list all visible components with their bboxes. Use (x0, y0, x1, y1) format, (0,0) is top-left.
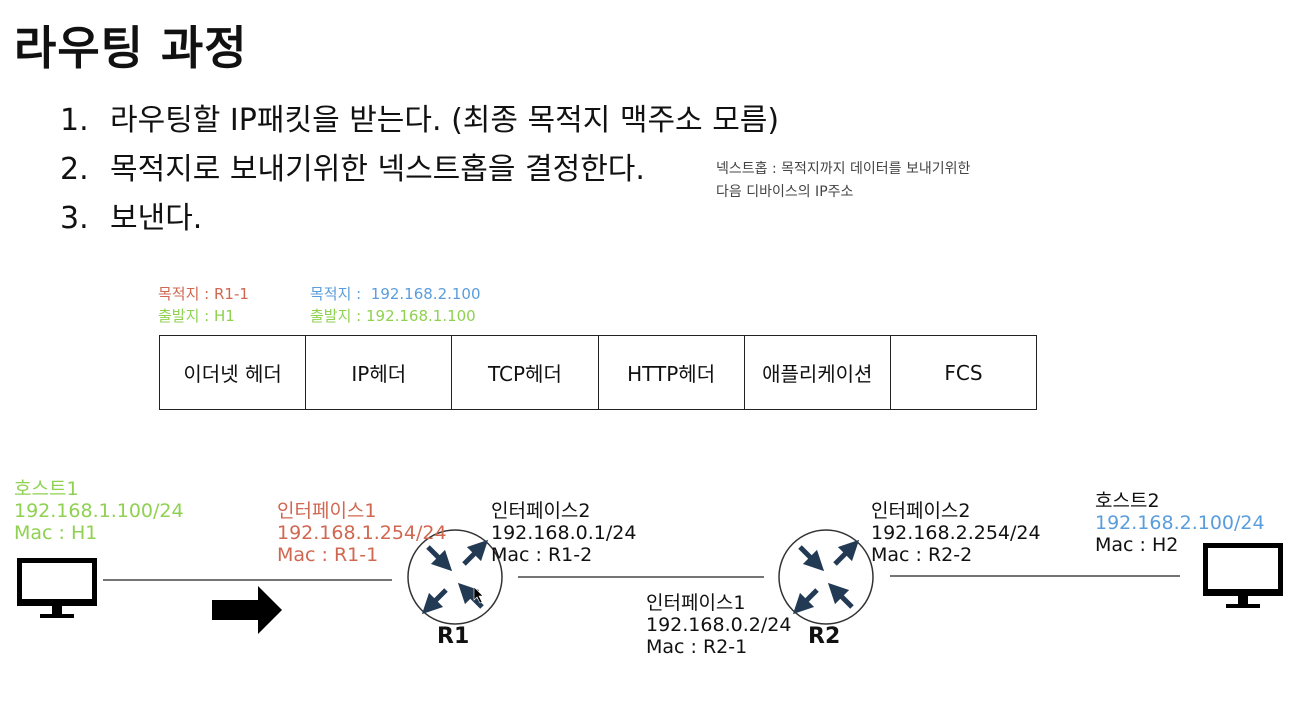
r1-if1-ip: 192.168.1.254/24 (277, 522, 447, 544)
step-text: 보낸다. (110, 201, 203, 236)
r2-if2-ip: 192.168.2.254/24 (871, 522, 1041, 544)
direction-arrow-icon (212, 586, 282, 634)
host1-mac: Mac : H1 (14, 522, 98, 544)
host1-name: 호스트1 (14, 478, 79, 500)
r1-interface2-label: 인터페이스2 192.168.0.1/24 Mac : R1-2 (491, 500, 636, 566)
step-number: 3. (60, 201, 89, 236)
step-item: 1. 라우팅할 IP패킷을 받는다. (최종 목적지 맥주소 모름) (60, 96, 779, 145)
ip-dest-value: 192.168.2.100 (370, 285, 481, 303)
ip-src: 출발지 : 192.168.1.100 (310, 307, 476, 325)
router-r2-label: R2 (808, 624, 841, 649)
step-text: 목적지로 보내기위한 넥스트홉을 결정한다. (110, 152, 645, 187)
host2-ip: 192.168.2.100/24 (1095, 512, 1265, 534)
host2-mac: Mac : H2 (1095, 534, 1179, 556)
note-line: 넥스트홉 : 목적지까지 데이터를 보내기위한 (716, 161, 971, 177)
host1-label: 호스트1 192.168.1.100/24 Mac : H1 (14, 478, 184, 544)
r2-if2-name: 인터페이스2 (871, 500, 971, 522)
r1-if2-name: 인터페이스2 (491, 500, 591, 522)
eth-dest: 목적지 : R1-1 (158, 285, 249, 303)
r1-if2-mac: Mac : R1-2 (491, 544, 593, 566)
step-list: 1. 라우팅할 IP패킷을 받는다. (최종 목적지 맥주소 모름) 2. 목적지로… (60, 96, 779, 243)
r2-if2-mac: Mac : R2-2 (871, 544, 973, 566)
r2-interface1-label: 인터페이스1 192.168.0.2/24 Mac : R2-1 (646, 592, 791, 658)
r1-interface1-label: 인터페이스1 192.168.1.254/24 Mac : R1-1 (277, 500, 447, 566)
frame-field: 애플리케이션 (745, 336, 891, 409)
router-r2-icon (778, 529, 874, 625)
step-number: 1. (60, 103, 89, 138)
frame-field: TCP헤더 (452, 336, 599, 409)
step-text: 라우팅할 IP패킷을 받는다. (최종 목적지 맥주소 모름) (110, 103, 780, 138)
host2-name: 호스트2 (1095, 490, 1160, 512)
ip-dest-label: 목적지 : (310, 285, 362, 303)
eth-src: 출발지 : H1 (158, 307, 235, 325)
next-hop-note: 넥스트홉 : 목적지까지 데이터를 보내기위한 다음 디바이스의 IP주소 (716, 158, 1026, 204)
r2-if1-name: 인터페이스1 (646, 592, 746, 614)
step-item: 3. 보낸다. (60, 194, 779, 243)
ethernet-header-addresses: 목적지 : R1-1 출발지 : H1 (158, 283, 249, 327)
ip-dest: 목적지 : 192.168.2.100 (310, 283, 481, 305)
r1-if1-mac: Mac : R1-1 (277, 544, 379, 566)
frame-field: FCS (944, 360, 983, 385)
page-title: 라우팅 과정 (14, 21, 248, 75)
packet-frame: 이더넷 헤더 IP헤더 TCP헤더 HTTP헤더 애플리케이션 FCS (159, 335, 1037, 410)
r2-interface2-label: 인터페이스2 192.168.2.254/24 Mac : R2-2 (871, 500, 1041, 566)
cursor-icon (473, 586, 484, 604)
r2-if1-ip: 192.168.0.2/24 (646, 614, 792, 636)
host1-ip: 192.168.1.100/24 (14, 500, 184, 522)
r1-if2-ip: 192.168.0.1/24 (491, 522, 637, 544)
frame-field: HTTP헤더 (599, 336, 745, 409)
ip-header-addresses: 목적지 : 192.168.2.100 출발지 : 192.168.1.100 (310, 283, 481, 327)
host2-label: 호스트2 192.168.2.100/24 Mac : H2 (1095, 490, 1265, 556)
host1-computer-icon (17, 558, 97, 618)
r1-if1-name: 인터페이스1 (277, 500, 377, 522)
step-item: 2. 목적지로 보내기위한 넥스트홉을 결정한다. (60, 145, 779, 194)
frame-field: IP헤더 (306, 336, 453, 409)
note-line: 다음 디바이스의 IP주소 (716, 184, 854, 200)
frame-field: 이더넷 헤더 (160, 336, 307, 409)
step-number: 2. (60, 152, 89, 187)
r2-if1-mac: Mac : R2-1 (646, 636, 748, 658)
host2-computer-icon (1203, 543, 1283, 608)
router-r1-label: R1 (437, 624, 470, 649)
